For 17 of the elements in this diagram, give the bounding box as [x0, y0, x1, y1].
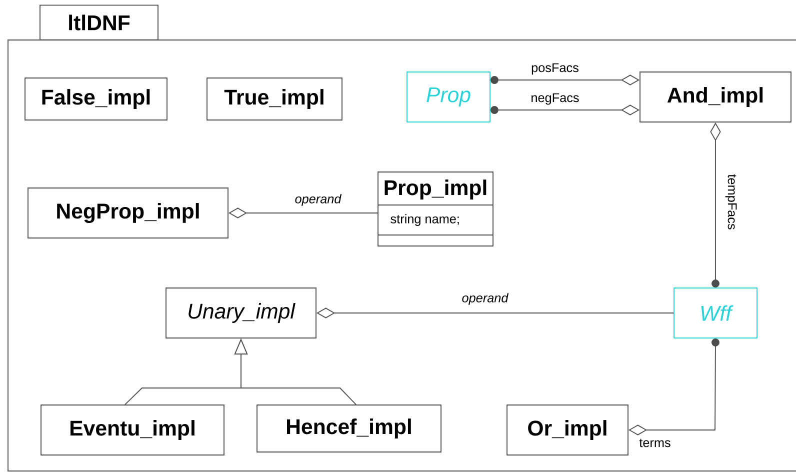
- class-box: Or_impl: [506, 404, 628, 456]
- abstract-class-box: Unary_impl: [166, 288, 316, 338]
- edge-label: negFacs: [532, 93, 579, 105]
- edge-label: posFacs: [532, 63, 578, 75]
- edge-label: operand: [295, 194, 342, 206]
- edge-label: terms: [639, 438, 670, 448]
- edge-label: tempFacs: [725, 174, 737, 230]
- class-box: NegProp_impl: [28, 188, 228, 238]
- class-box: True_impl: [206, 78, 342, 120]
- class-box: Prop_impl string name;: [378, 172, 494, 246]
- edge-label: operand: [462, 293, 509, 305]
- class-box: And_impl: [640, 72, 792, 122]
- class-box: False_impl: [24, 78, 168, 120]
- class-box: Eventu_impl: [40, 404, 224, 456]
- interface-box: Wff: [674, 288, 758, 338]
- class-box: Hencef_impl: [256, 404, 442, 452]
- interface-box: Prop: [406, 72, 490, 122]
